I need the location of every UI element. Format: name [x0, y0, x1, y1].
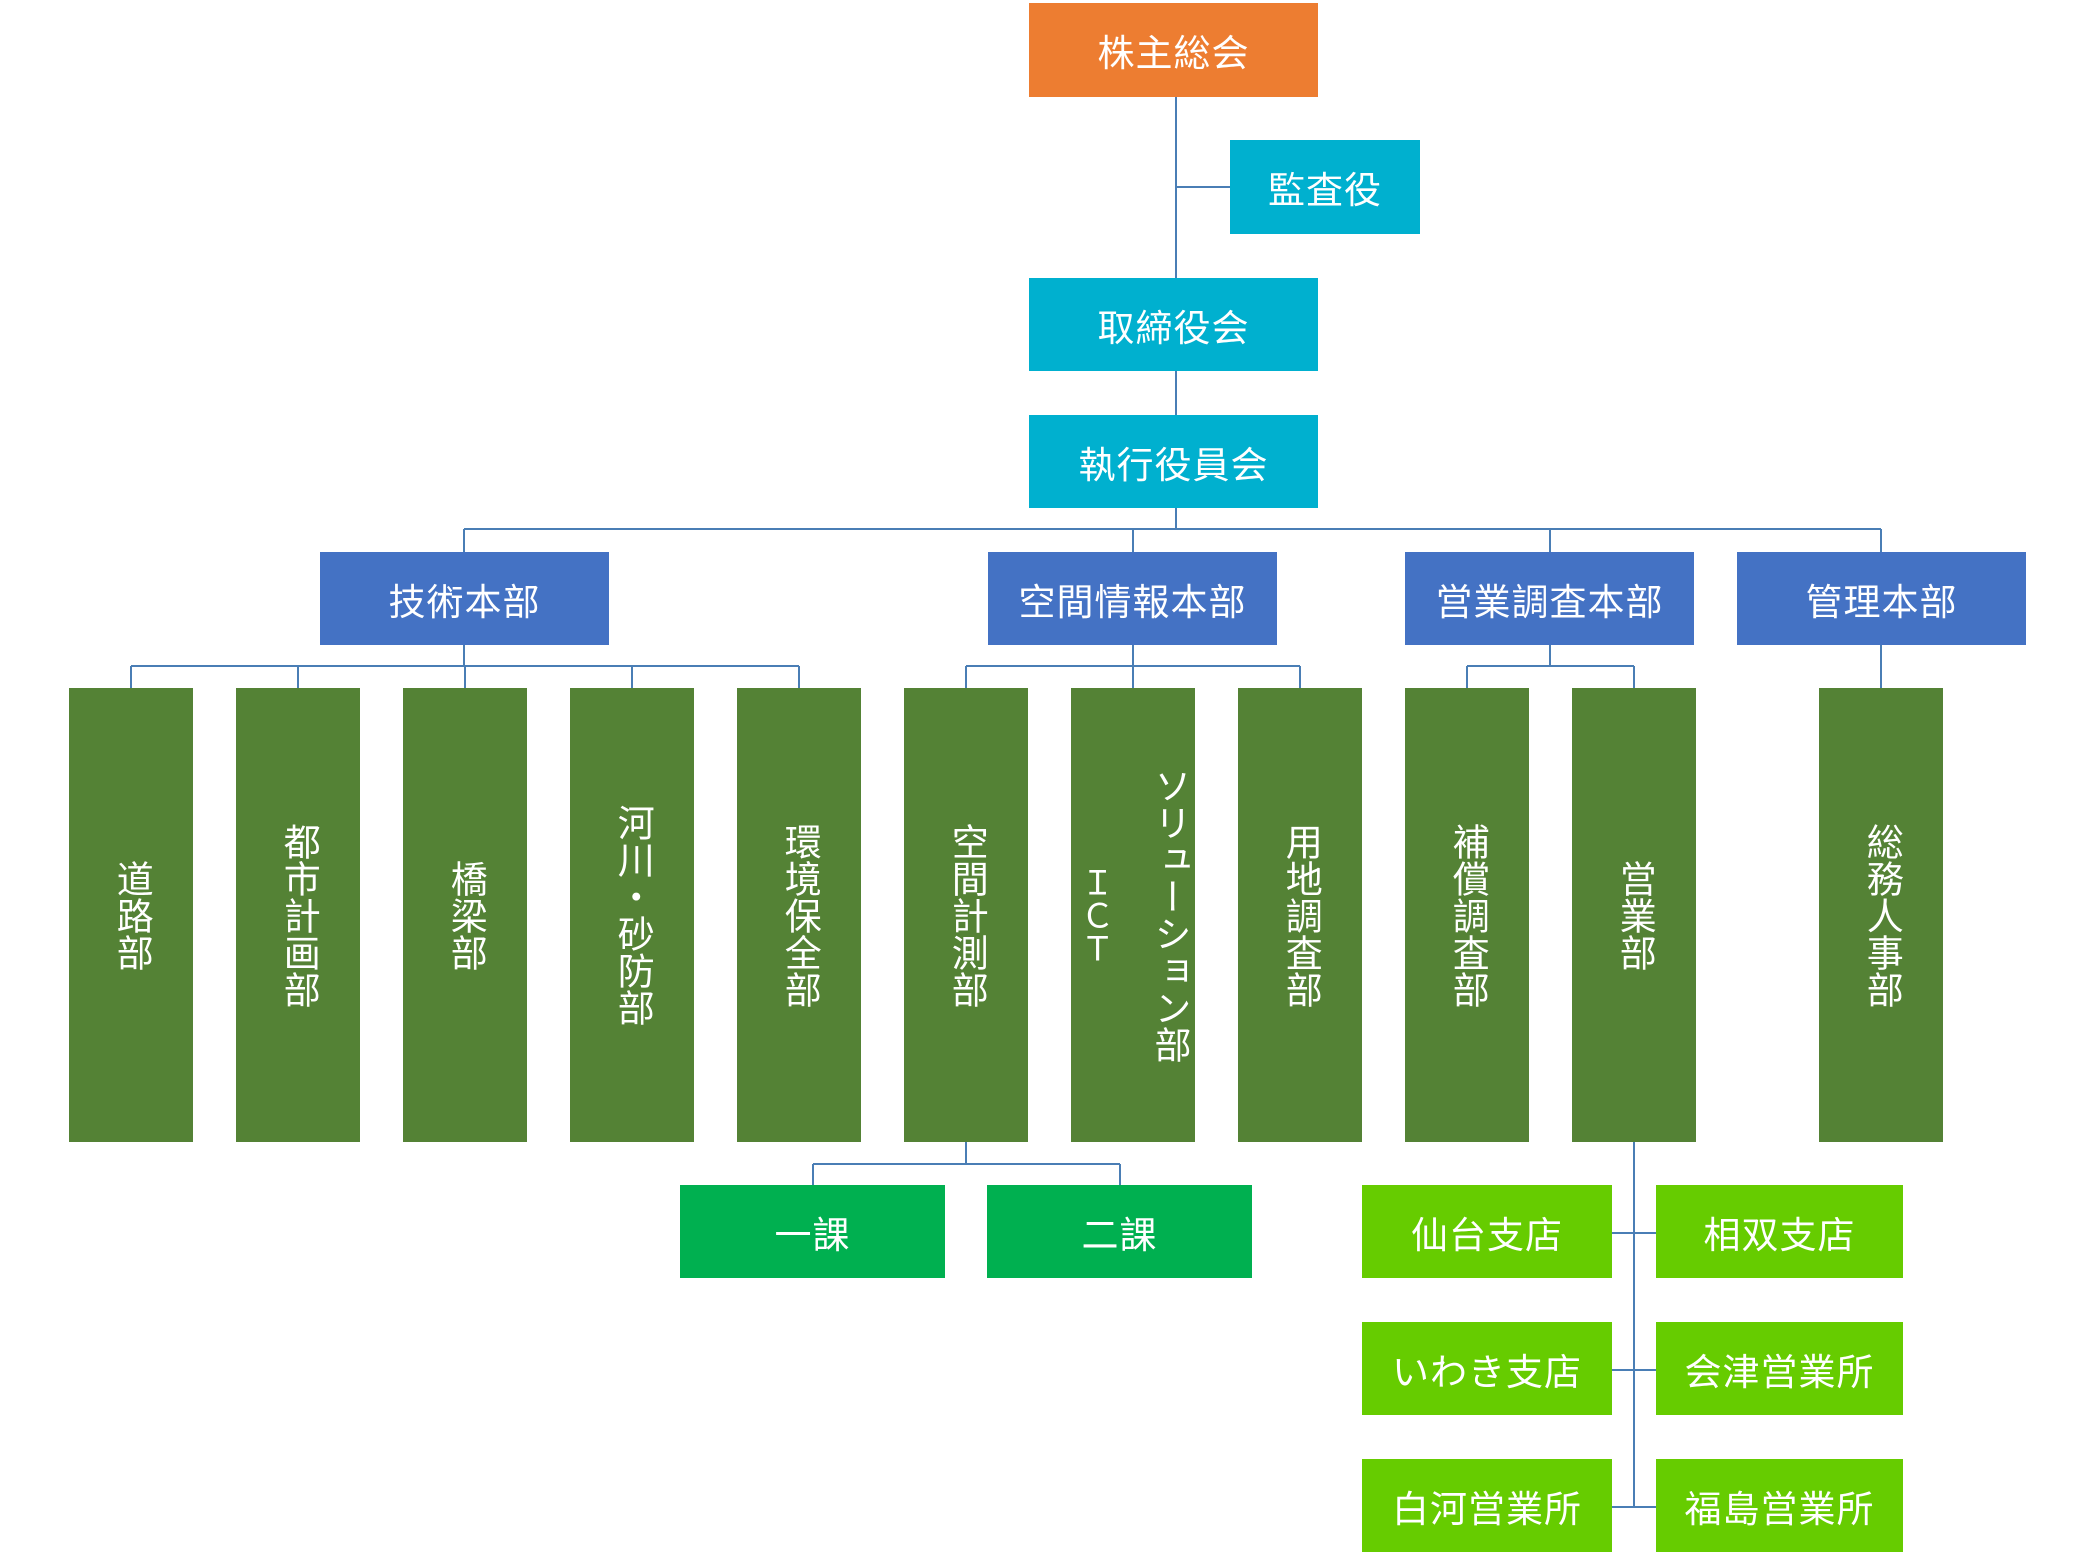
node-executive: 執行役員会 [1029, 415, 1318, 508]
node-label: 相双支店 [1703, 1213, 1856, 1257]
node-label-group: ＩＣＴ ソリューション部 [1075, 688, 1191, 1142]
node-label: 執行役員会 [1078, 443, 1269, 487]
node-label: 用地調査部 [1279, 822, 1323, 1008]
node-label: 監査役 [1268, 169, 1382, 212]
node-dept-sales: 営業部 [1572, 688, 1696, 1142]
node-label: 管理本部 [1805, 580, 1958, 624]
node-dept-river: 河川・砂防部 [570, 688, 694, 1142]
node-auditor: 監査役 [1230, 140, 1420, 234]
node-label: 道路部 [110, 859, 154, 971]
node-branch-sendai: 仙台支店 [1362, 1185, 1612, 1278]
node-dept-compensation: 補償調査部 [1405, 688, 1529, 1142]
node-division-tech: 技術本部 [320, 552, 609, 645]
node-label-sub: ＩＣＴ [1075, 865, 1115, 965]
node-label: 都市計画部 [277, 822, 321, 1008]
node-label: 河川・砂防部 [611, 804, 655, 1026]
node-label: 補償調査部 [1446, 822, 1490, 1008]
node-label: 一課 [774, 1213, 851, 1257]
node-dept-ict-solution: ＩＣＴ ソリューション部 [1071, 688, 1195, 1142]
node-label: 仙台支店 [1411, 1213, 1563, 1257]
node-label: いわき支店 [1392, 1350, 1582, 1394]
node-label: 空間計測部 [945, 822, 989, 1008]
node-dept-survey: 空間計測部 [904, 688, 1028, 1142]
node-dept-road: 道路部 [69, 688, 193, 1142]
node-dept-land: 用地調査部 [1238, 688, 1362, 1142]
node-label: 総務人事部 [1860, 822, 1904, 1008]
node-board: 取締役会 [1029, 278, 1318, 371]
node-branch-soso: 相双支店 [1656, 1185, 1903, 1278]
node-label: 空間情報本部 [1018, 580, 1247, 624]
node-branch-iwaki: いわき支店 [1362, 1322, 1612, 1415]
node-label: 取締役会 [1097, 306, 1250, 350]
node-label: 白河営業所 [1392, 1487, 1582, 1531]
node-dept-bridge: 橋梁部 [403, 688, 527, 1142]
node-label: 営業調査本部 [1435, 580, 1664, 624]
node-division-sales: 営業調査本部 [1405, 552, 1694, 645]
node-label: 営業部 [1613, 859, 1657, 971]
node-division-admin: 管理本部 [1737, 552, 2026, 645]
node-division-spatial: 空間情報本部 [988, 552, 1277, 645]
node-label: 福島営業所 [1684, 1487, 1875, 1531]
node-section-2: 二課 [987, 1185, 1252, 1278]
node-label: 技術本部 [388, 580, 541, 624]
node-dept-urban: 都市計画部 [236, 688, 360, 1142]
node-branch-fukushima: 福島営業所 [1656, 1459, 1903, 1552]
node-label: 橋梁部 [444, 859, 488, 971]
node-label: 会津営業所 [1684, 1350, 1875, 1394]
node-label: 株主総会 [1097, 32, 1250, 75]
node-dept-hr: 総務人事部 [1819, 688, 1943, 1142]
node-label: ソリューション部 [1147, 767, 1191, 1063]
node-branch-shirakawa: 白河営業所 [1362, 1459, 1612, 1552]
node-shareholders: 株主総会 [1029, 3, 1318, 97]
node-branch-aizu: 会津営業所 [1656, 1322, 1903, 1415]
node-label: 環境保全部 [778, 822, 822, 1008]
node-dept-env: 環境保全部 [737, 688, 861, 1142]
node-label: 二課 [1081, 1213, 1158, 1257]
node-section-1: 一課 [680, 1185, 945, 1278]
